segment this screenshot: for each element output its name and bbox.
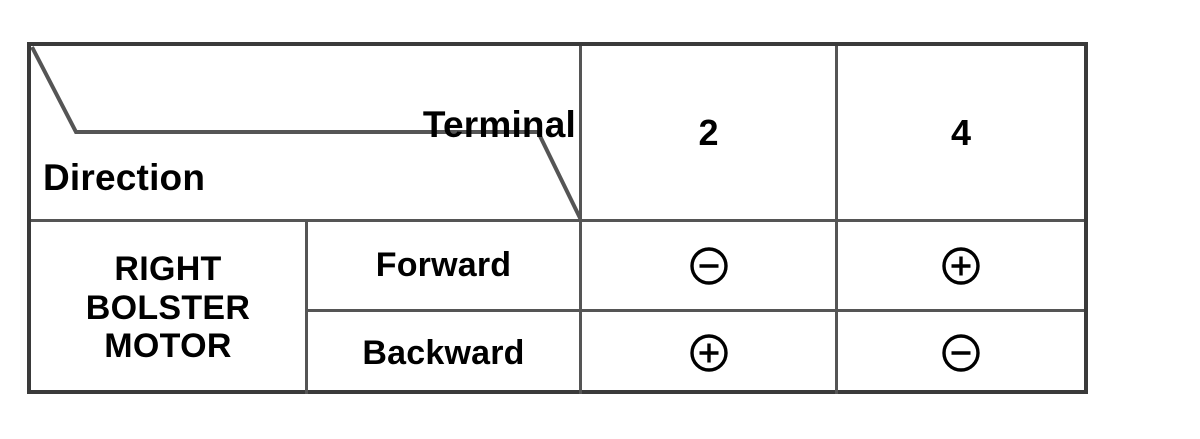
motor-label-line-3: MOTOR <box>104 327 232 366</box>
polarity-cell-backward-terminal-4 <box>838 312 1084 394</box>
circled-minus-icon <box>689 246 728 285</box>
forward-backward-divider <box>305 309 1084 312</box>
column-axis-label: Terminal <box>422 104 576 145</box>
row-axis-label: Direction <box>43 157 206 198</box>
circled-minus-icon <box>942 334 980 372</box>
terminal2-terminal4-divider <box>835 46 838 394</box>
terminal-header-4: 4 <box>950 111 972 153</box>
direction-terminal2-divider <box>579 46 582 394</box>
polarity-cell-forward-terminal-2 <box>582 222 835 309</box>
direction-label-backward: Backward <box>362 333 525 372</box>
motor-group-label: RIGHT BOLSTER MOTOR <box>31 222 305 394</box>
direction-label-forward: Forward <box>375 246 512 284</box>
motor-label-line-2: BOLSTER <box>85 288 251 327</box>
wiring-polarity-table: Terminal Direction 2 4 RIGHT BOLSTER MOT… <box>27 42 1088 394</box>
terminal-header-2: 2 <box>698 111 719 153</box>
motor-group-label-text: RIGHT BOLSTER MOTOR <box>86 250 251 366</box>
motor-label-line-1: RIGHT <box>114 249 222 288</box>
header-body-divider <box>31 219 1084 222</box>
polarity-cell-backward-terminal-2 <box>582 312 835 394</box>
circled-plus-icon <box>689 334 728 372</box>
polarity-cell-forward-terminal-4 <box>838 222 1084 309</box>
circled-plus-icon <box>942 246 980 285</box>
motor-direction-divider <box>305 219 308 394</box>
